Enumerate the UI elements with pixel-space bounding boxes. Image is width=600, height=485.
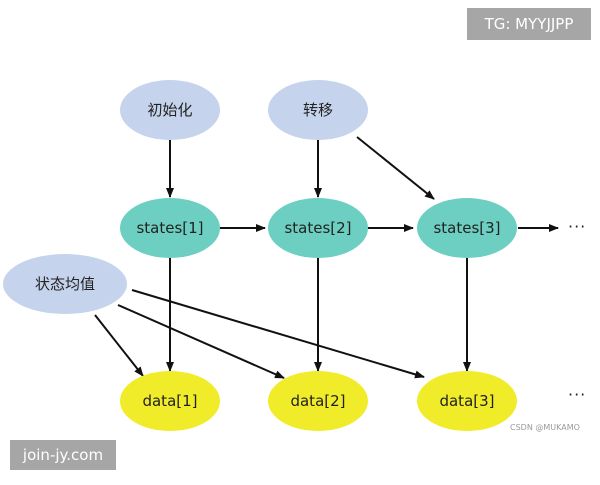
node-states-1: states[1]	[120, 198, 220, 258]
node-state-mean-shape	[3, 254, 127, 314]
node-data-3: data[3]	[417, 371, 517, 431]
continuation-dots-data: ···	[568, 385, 586, 404]
node-data-1-shape	[120, 371, 220, 431]
node-states-1-shape	[120, 198, 220, 258]
edge-transition-states3	[356, 136, 435, 200]
node-transition-label: 转移	[303, 101, 333, 119]
watermark-csdn: CSDN @MUKAMO	[510, 423, 580, 432]
continuation-dots-states: ···	[568, 217, 586, 236]
node-data-1-label: data[1]	[142, 392, 197, 410]
node-init-shape	[120, 80, 220, 140]
node-states-2-shape	[268, 198, 368, 258]
node-data-1: data[1]	[120, 371, 220, 431]
node-states-3-label: states[3]	[433, 219, 500, 237]
node-data-2-label: data[2]	[290, 392, 345, 410]
edge-statemean-data2	[117, 304, 285, 379]
watermark-bottom-left: join-jy.com	[10, 440, 116, 470]
edges	[94, 136, 559, 379]
node-data-2: data[2]	[268, 371, 368, 431]
node-init: 初始化	[120, 80, 220, 140]
node-data-3-label: data[3]	[439, 392, 494, 410]
node-state-mean-label: 状态均值	[35, 275, 95, 293]
node-transition: 转移	[268, 80, 368, 140]
watermark-top-right: TG: MYYJJPP	[467, 8, 591, 40]
node-data-2-shape	[268, 371, 368, 431]
node-states-1-label: states[1]	[136, 219, 203, 237]
node-states-3-shape	[417, 198, 517, 258]
node-transition-shape	[268, 80, 368, 140]
edge-statemean-data1	[94, 314, 144, 377]
node-init-label: 初始化	[147, 101, 192, 119]
node-state-mean: 状态均值	[3, 254, 127, 314]
node-states-3: states[3]	[417, 198, 517, 258]
edge-statemean-data3	[131, 289, 425, 379]
node-states-2: states[2]	[268, 198, 368, 258]
node-data-3-shape	[417, 371, 517, 431]
node-states-2-label: states[2]	[284, 219, 351, 237]
